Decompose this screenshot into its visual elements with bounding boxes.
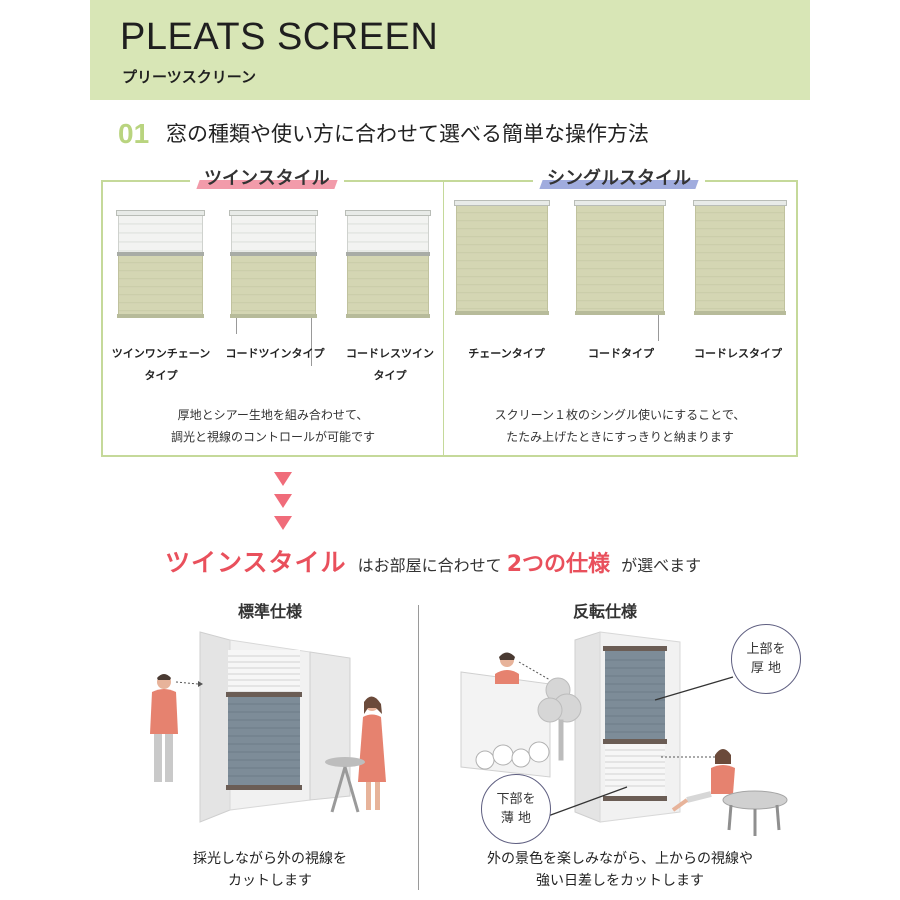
top-thick-fabric-bubble: 上部を 厚 地 xyxy=(731,624,801,694)
bottom-sheer-fabric-bubble: 下部を 薄 地 xyxy=(481,774,551,844)
down-arrow-icon xyxy=(274,516,292,530)
page-subtitle: プリーツスクリーン xyxy=(122,68,256,86)
header-band: PLEATS SCREEN プリーツスクリーン xyxy=(90,0,810,100)
single-style-heading: シングルスタイル xyxy=(533,164,705,190)
down-arrow-icon xyxy=(274,494,292,508)
product-label-cord-twin: コードツインタイプ xyxy=(225,347,325,360)
chain-blind-image xyxy=(454,200,550,315)
standard-spec-illustration xyxy=(150,631,386,823)
twin-style-description: 厚地とシアー生地を組み合わせて、 調光と視線のコントロールが可能です xyxy=(170,408,375,444)
down-arrow-icon xyxy=(274,472,292,486)
cordless-blind-image xyxy=(693,200,787,315)
product-label-chain: チェーンタイプ xyxy=(468,347,545,360)
section-title: 窓の種類や使い方に合わせて選べる簡単な操作方法 xyxy=(166,122,649,146)
standard-spec-title: 標準仕様 xyxy=(238,602,303,621)
reverse-spec-title: 反転仕様 xyxy=(573,602,638,621)
twin-style-heading: ツインスタイル xyxy=(190,164,344,190)
cord-blind-image xyxy=(574,200,666,341)
reverse-spec-caption: 外の景色を楽しみながら、上からの視線や 強い日差しをカットします xyxy=(487,851,753,889)
product-label-cordless: コードレスタイプ xyxy=(694,347,782,360)
column-divider xyxy=(418,605,419,890)
cordless-twin-blind-image xyxy=(345,210,431,318)
single-style-description: スクリーン１枚のシングル使いにすることで、 たたみ上げたときにすっきりと納まりま… xyxy=(494,408,746,444)
product-label-twin-one-chain: ツインワンチェーン タイプ xyxy=(111,347,211,382)
product-label-cord: コードタイプ xyxy=(588,347,654,360)
section-number: 01 xyxy=(118,118,150,149)
page-title: PLEATS SCREEN xyxy=(120,16,439,58)
twin-style-panel: ツインスタイル ツインワンチェーン タイプ コードツインタイプ コードレスツイン… xyxy=(101,164,444,457)
cord-twin-blind-image xyxy=(229,210,318,366)
reverse-spec-illustration xyxy=(460,631,788,836)
twin-one-chain-blind-image xyxy=(116,210,205,318)
standard-spec-caption: 採光しながら外の視線を カットします xyxy=(193,851,347,889)
product-label-cordless-twin: コードレスツイン タイプ xyxy=(346,347,434,382)
single-style-panel: シングルスタイル チェーンタイプ コードタイプ コードレスタイプ スクリーン１枚… xyxy=(443,164,798,457)
spec-headline: ツインスタイル はお部屋に合わせて 2つの仕様 が選べます xyxy=(165,548,702,577)
